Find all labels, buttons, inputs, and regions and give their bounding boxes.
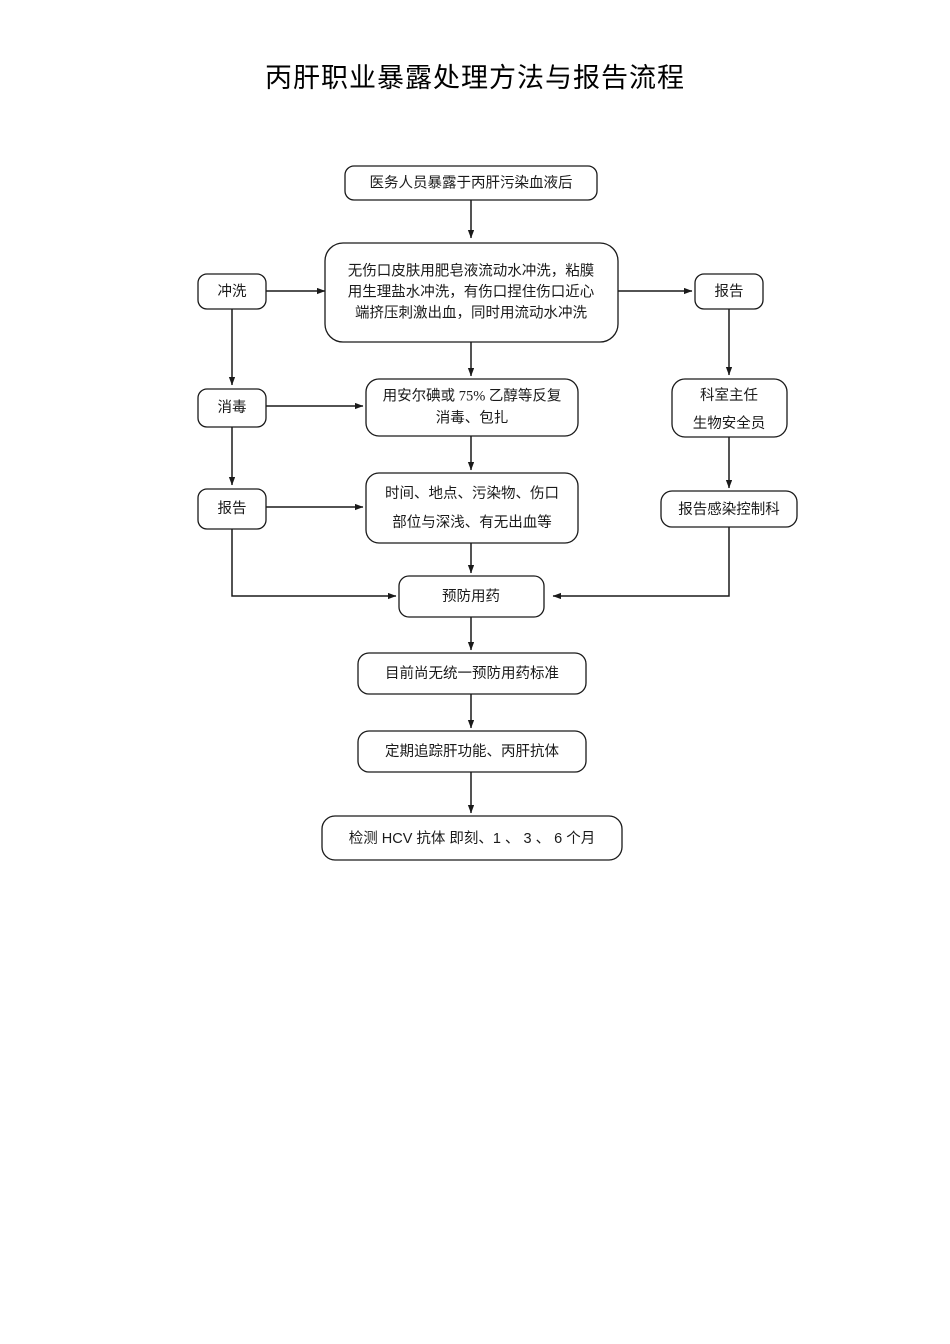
node-start-shape <box>344 165 598 201</box>
node-no-standard[interactable]: 目前尚无统一预防用药标准 <box>357 652 587 695</box>
node-followup-shape <box>357 730 587 773</box>
node-director-line1: 科室主任 <box>700 387 758 404</box>
edge-infection-control-elbow-to-prophylaxis <box>552 527 730 600</box>
node-infection-control[interactable]: 报告感染控制科 <box>660 490 798 528</box>
node-right-report-label: 报告 <box>715 283 744 300</box>
node-wash-detail-line3: 端挤压刺激出血，同时用流动水冲洗 <box>355 304 587 321</box>
node-no-standard-shape <box>357 652 587 695</box>
node-left-rinse-label: 冲洗 <box>218 283 247 300</box>
node-followup-label: 定期追踪肝功能、丙肝抗体 <box>385 743 559 760</box>
node-left-rinse[interactable]: 冲洗 <box>197 273 267 310</box>
node-record-detail-shape <box>365 472 579 544</box>
node-infection-control-shape <box>660 490 798 528</box>
node-left-disinfect-label: 消毒 <box>218 399 247 416</box>
node-disinfect-detail-line1: 用安尔碘或 75% 乙醇等反复 <box>383 386 562 404</box>
node-no-standard-label: 目前尚无统一预防用药标准 <box>385 665 559 682</box>
node-record-detail[interactable]: 时间、地点、污染物、伤口 部位与深浅、有无出血等 <box>365 472 579 544</box>
node-hcv-test-shape <box>321 815 623 861</box>
node-record-detail-line2: 部位与深浅、有无出血等 <box>392 513 552 531</box>
edge-report-elbow-to-prophylaxis <box>231 529 397 600</box>
node-record-detail-line1: 时间、地点、污染物、伤口 <box>385 485 559 502</box>
node-wash-detail[interactable]: 无伤口皮肤用肥皂液流动水冲洗，粘膜 用生理盐水冲洗，有伤口捏住伤口近心 端挤压刺… <box>324 242 619 343</box>
node-wash-detail-shape <box>324 242 619 343</box>
node-left-disinfect-shape <box>197 388 267 428</box>
node-disinfect-detail-shape <box>365 378 579 437</box>
node-prophylaxis-label: 预防用药 <box>442 588 500 605</box>
node-director-line2: 生物安全员 <box>693 414 766 432</box>
node-start-label: 医务人员暴露于丙肝污染血液后 <box>370 174 573 191</box>
node-right-report[interactable]: 报告 <box>694 273 764 310</box>
node-prophylaxis[interactable]: 预防用药 <box>398 575 545 618</box>
node-left-rinse-shape <box>197 273 267 310</box>
node-hcv-test[interactable]: 检测 HCV 抗体 即刻、1 、 3 、 6 个月 <box>321 815 623 861</box>
node-left-report-label: 报告 <box>218 500 247 517</box>
node-start[interactable]: 医务人员暴露于丙肝污染血液后 <box>344 165 598 201</box>
page-title: 丙肝职业暴露处理方法与报告流程 <box>265 63 685 93</box>
node-left-disinfect[interactable]: 消毒 <box>197 388 267 428</box>
node-prophylaxis-shape <box>398 575 545 618</box>
node-director-shape <box>671 378 788 438</box>
connector-layer <box>228 200 733 814</box>
node-left-report-shape <box>197 488 267 530</box>
node-wash-detail-line1: 无伤口皮肤用肥皂液流动水冲洗，粘膜 <box>348 262 595 279</box>
node-left-report[interactable]: 报告 <box>197 488 267 530</box>
node-right-report-shape <box>694 273 764 310</box>
node-director[interactable]: 科室主任 生物安全员 <box>671 378 788 438</box>
node-disinfect-detail[interactable]: 用安尔碘或 75% 乙醇等反复 消毒、包扎 <box>365 378 579 437</box>
node-hcv-test-label: 检测 HCV 抗体 即刻、1 、 3 、 6 个月 <box>349 830 596 847</box>
node-followup[interactable]: 定期追踪肝功能、丙肝抗体 <box>357 730 587 773</box>
node-wash-detail-line2: 用生理盐水冲洗，有伤口捏住伤口近心 <box>348 283 595 300</box>
node-disinfect-detail-line2: 消毒、包扎 <box>436 409 509 426</box>
node-infection-control-label: 报告感染控制科 <box>678 501 780 518</box>
